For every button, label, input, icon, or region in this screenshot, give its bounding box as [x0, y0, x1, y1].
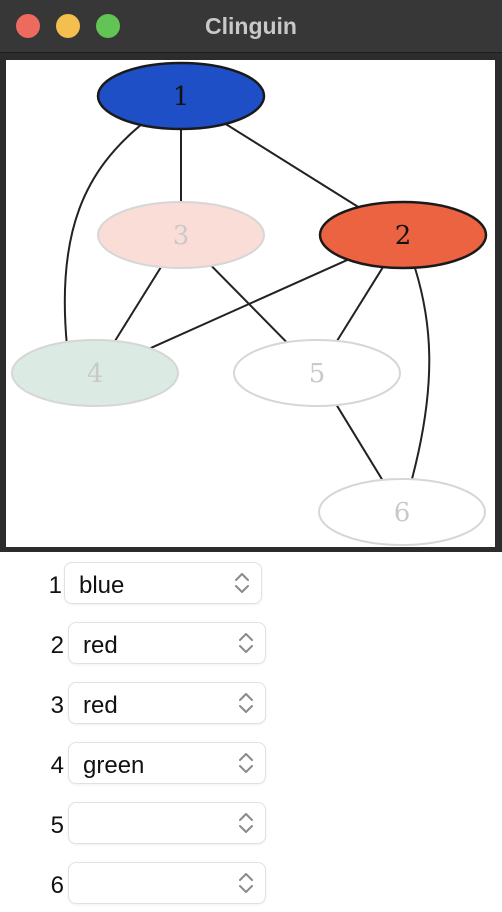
node-1-label: 1 [48, 572, 62, 599]
graph-node-5-label: 5 [309, 359, 326, 389]
node-3-label: 3 [50, 692, 64, 719]
chevron-updown-icon [237, 872, 255, 899]
node-2-color-value: red [83, 632, 118, 659]
node-6-label: 6 [50, 872, 64, 899]
assignment-row-3: 3 red [0, 682, 502, 726]
graph-node-3-shape [97, 201, 265, 269]
node-2-label: 2 [50, 632, 64, 659]
assignment-row-1: 1 blue [0, 562, 502, 606]
graph-node-2-shape [318, 200, 488, 270]
graph-panel: 1 2 3 4 5 6 [0, 53, 502, 552]
node-3-color-select[interactable]: red [68, 682, 266, 724]
node-5-color-select[interactable] [68, 802, 266, 844]
graph-node-1-shape [96, 61, 266, 131]
graph-edge-2-5 [336, 266, 384, 342]
assignment-row-5: 5 [0, 802, 502, 846]
graph-node-5-shape [233, 339, 401, 407]
graph-edge-2-6 [411, 267, 431, 480]
graph-canvas: 1 2 3 4 5 6 [6, 60, 495, 547]
graph-edge-3-4 [114, 266, 162, 342]
graph-svg: 1 2 3 4 5 6 [11, 61, 488, 546]
graph-node-3[interactable]: 3 [97, 201, 265, 269]
graph-edge-2-4 [149, 258, 349, 350]
graph-node-4-label: 4 [87, 359, 104, 389]
graph-node-5[interactable]: 5 [233, 339, 401, 407]
graph-node-1[interactable]: 1 [96, 61, 266, 131]
graph-node-2[interactable]: 2 [318, 200, 488, 270]
chevron-updown-icon [237, 692, 255, 719]
graph-edge-1-4 [63, 123, 143, 347]
graph-edges [63, 123, 431, 481]
node-4-label: 4 [50, 752, 64, 779]
node-1-color-value: blue [79, 572, 125, 599]
node-4-color-select[interactable]: green [68, 742, 266, 784]
assignment-row-2: 2 red [0, 622, 502, 666]
zoom-window-button[interactable] [96, 14, 120, 38]
node-2-color-select[interactable]: red [68, 622, 266, 664]
chevron-updown-icon [233, 572, 251, 599]
node-5-label: 5 [50, 812, 64, 839]
graph-node-4-shape [11, 339, 179, 407]
graph-node-6[interactable]: 6 [318, 478, 486, 546]
title-bar: Clinguin [0, 0, 502, 53]
assignment-form: 1 blue 2 red 3 red [0, 552, 502, 912]
graph-node-6-shape [318, 478, 486, 546]
node-3-color-value: red [83, 692, 118, 719]
assignment-row-4: 4 green [0, 742, 502, 786]
node-1-color-select[interactable]: blue [64, 562, 262, 604]
graph-edge-5-6 [335, 404, 384, 481]
minimize-window-button[interactable] [56, 14, 80, 38]
graph-node-2-label: 2 [395, 221, 412, 251]
node-6-color-select[interactable] [68, 862, 266, 904]
graph-edge-1-2 [224, 123, 360, 208]
close-window-button[interactable] [16, 14, 40, 38]
chevron-updown-icon [237, 752, 255, 779]
graph-node-1-label: 1 [173, 82, 190, 112]
assignment-row-6: 6 [0, 862, 502, 906]
chevron-updown-icon [237, 812, 255, 839]
chevron-updown-icon [237, 632, 255, 659]
node-4-color-value: green [83, 752, 145, 779]
graph-node-6-label: 6 [394, 498, 411, 528]
graph-node-4[interactable]: 4 [11, 339, 179, 407]
graph-node-3-label: 3 [173, 221, 190, 251]
window-title: Clinguin [205, 13, 297, 39]
